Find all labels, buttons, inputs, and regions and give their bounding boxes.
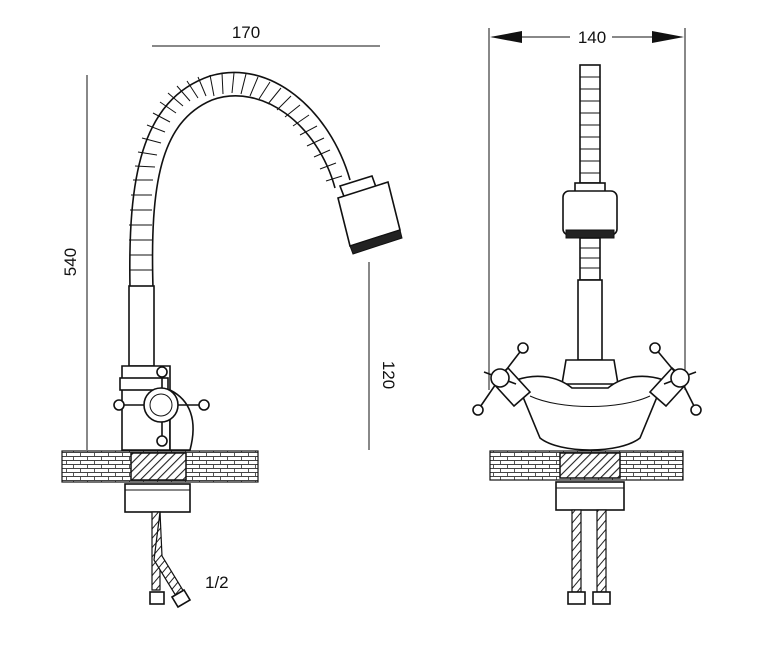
flexible-spout-front <box>579 64 601 184</box>
mounting-nut-side <box>124 483 191 513</box>
cross-handle-left <box>472 342 532 416</box>
width-dimension-label-front: 140 <box>578 28 606 47</box>
side-view: 170 540 120 <box>61 23 403 609</box>
mounting-thread-side <box>130 452 187 481</box>
front-view: 140 <box>472 28 702 605</box>
supply-hoses-side <box>149 511 192 609</box>
mounting-nut-front <box>555 481 625 511</box>
height-dimension-label: 540 <box>61 248 80 276</box>
mounting-thread-front <box>559 452 621 479</box>
spout-post <box>128 285 155 367</box>
valve-body-front <box>514 359 666 451</box>
spray-head <box>337 175 403 255</box>
spray-head-front <box>562 182 618 239</box>
cross-handle-side <box>113 366 210 447</box>
supply-hoses-front <box>567 509 611 605</box>
thread-size-label: 1/2 <box>205 573 229 592</box>
width-arrow-left <box>490 31 522 43</box>
spout-clearance-dimension-label: 120 <box>379 361 398 389</box>
width-arrow-right <box>652 31 684 43</box>
spout-post-front <box>577 279 603 361</box>
flexible-spout <box>129 71 351 289</box>
width-dimension-label-side: 170 <box>232 23 260 42</box>
flexible-lower-front <box>579 237 601 281</box>
cross-handle-right <box>648 342 702 416</box>
